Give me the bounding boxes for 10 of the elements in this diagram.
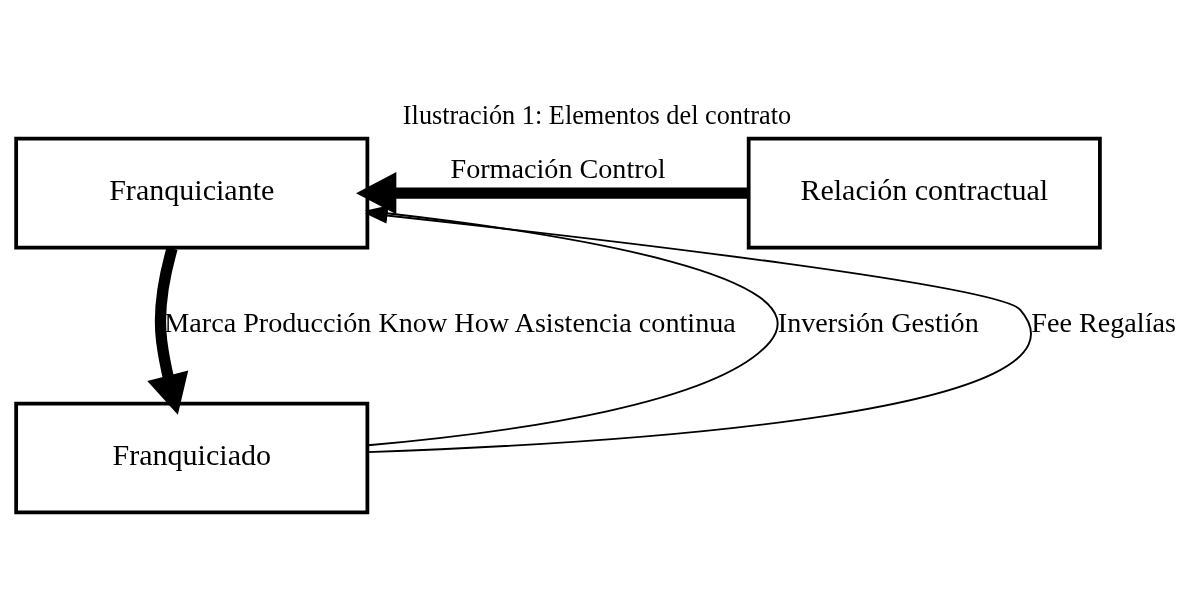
edge-label: Inversión Gestión (777, 307, 979, 339)
node-box: Franquiciado (14, 401, 370, 515)
arrow (147, 246, 189, 415)
edge-label: Marca Producción Know How Asistencia continua (164, 307, 736, 339)
node-box: Relación contractual (746, 136, 1102, 250)
node-box: Franquiciante (14, 136, 370, 250)
arrow (356, 172, 749, 215)
edge-label: Formación Control (450, 153, 666, 185)
diagram-title: Ilustración 1: Elementos del contrato (402, 101, 792, 131)
edge-label: Fee Regalías (1031, 307, 1176, 339)
